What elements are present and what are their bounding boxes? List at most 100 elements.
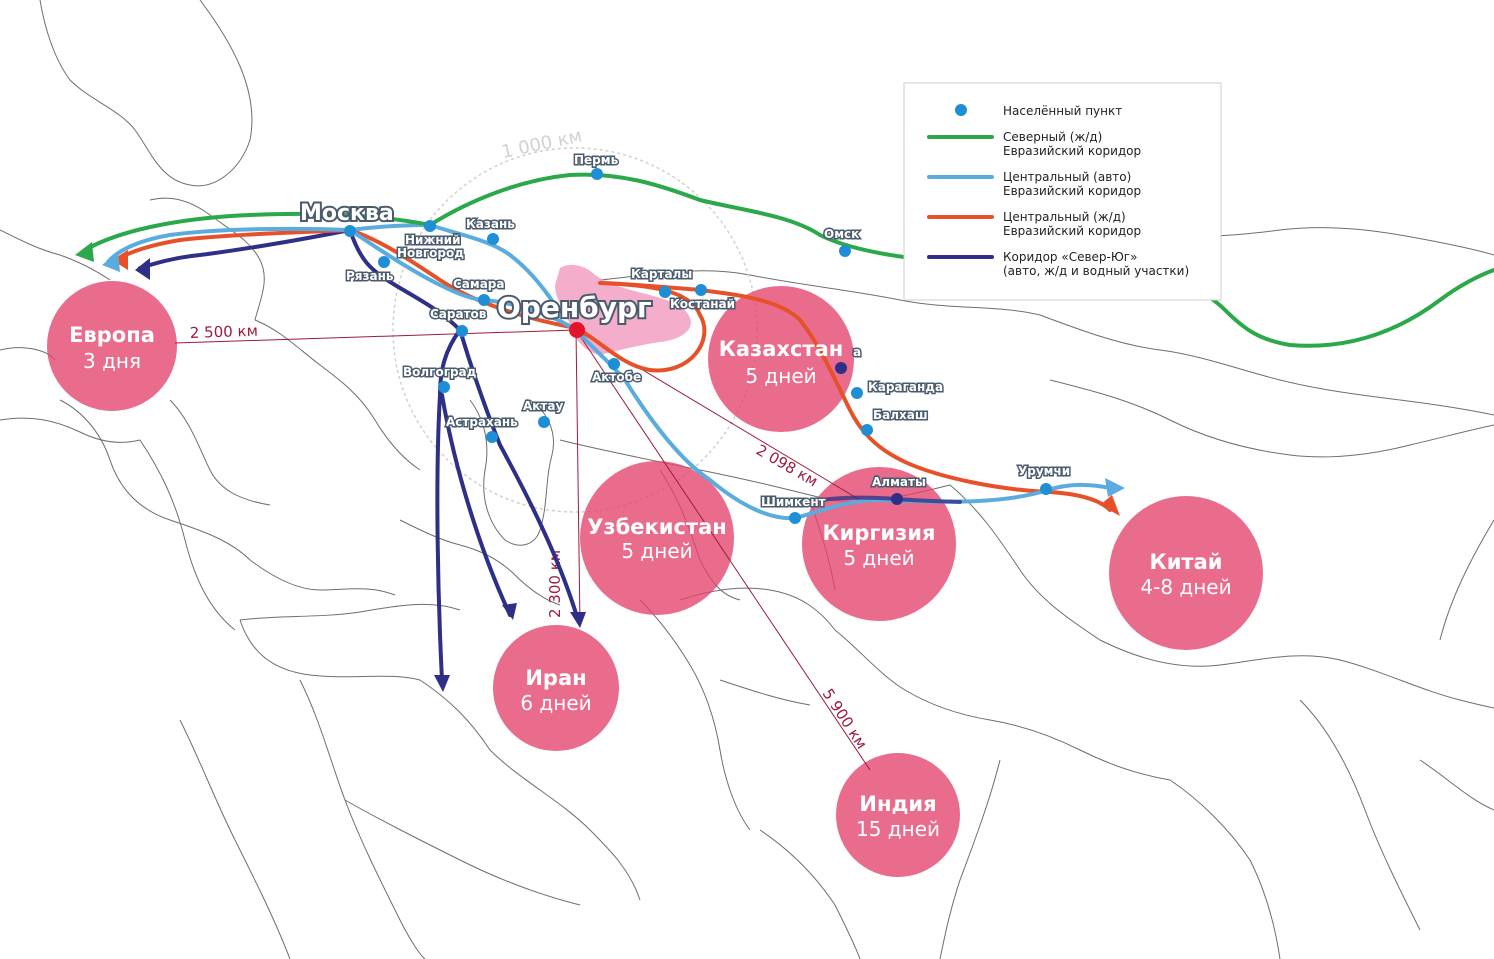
city-dot-kazan [487, 233, 499, 245]
legend-settlement-label: Населённый пункт [1003, 104, 1122, 118]
city-label-balkhash: Балхаш [873, 408, 928, 422]
dest-days-kyrgyzstan: 5 дней [843, 546, 914, 570]
city-label-almaty: Алматы [872, 475, 926, 489]
city-dot-aktobe [608, 358, 620, 370]
city-dot-aktau [538, 416, 550, 428]
city-label-samara: Самара [453, 277, 505, 291]
border-iran-east [639, 599, 751, 831]
border-mongolia [1049, 379, 1494, 458]
dest-uzbekistan [580, 461, 734, 615]
legend-north-south-label-2: (авто, ж/д и водный участки) [1003, 264, 1189, 278]
route-north-south-arrow-3 [570, 612, 586, 628]
city-dot-balkhash [861, 424, 873, 436]
city-dot-almaty [891, 493, 903, 505]
border-china-north [1039, 314, 1494, 416]
route-central-rail-arrow-china [1100, 495, 1120, 516]
hub-label-orenburg: Оренбург [497, 291, 652, 324]
distance-label-india: 5 900 км [819, 685, 871, 752]
city-dot-perm [591, 168, 603, 180]
legend-settlement-icon [955, 104, 967, 116]
route-north-rail [83, 211, 432, 252]
dest-name-kazakhstan: Казахстан [719, 337, 844, 361]
city-label-kartaly: Карталы [631, 267, 692, 281]
city-dot-astrakhan [486, 431, 498, 443]
distance-line-india [575, 329, 871, 771]
border-kazakhstan-north [599, 270, 1041, 316]
route-north-rail-arrow-europe [75, 242, 94, 262]
city-label-perm: Пермь [574, 153, 619, 167]
route-north-south-arrow-1 [434, 675, 450, 692]
city-dot-moscow [344, 225, 356, 237]
legend: Населённый пункт Северный (ж/д) Евразийс… [903, 82, 1222, 301]
city-dots [344, 168, 1052, 524]
city-dot-shymkent [789, 512, 801, 524]
route-central-rail-arrow-europe [112, 250, 128, 270]
dest-days-europe: 3 дня [83, 349, 141, 373]
radius-label: 1 000 км [500, 125, 584, 163]
route-north-south-arrow-2 [502, 603, 517, 620]
city-label-omsk: Омск [824, 227, 859, 241]
city-dot-karaganda [851, 387, 863, 399]
route-north-south-europe [138, 228, 352, 270]
destination-circles [47, 281, 1263, 877]
city-label-kostanay: Костанай [670, 297, 735, 311]
border-tibet [1099, 639, 1494, 709]
border-scandinavia [39, 0, 253, 187]
city-dot-ryazan [378, 256, 390, 268]
city-dot-kartaly [659, 286, 671, 298]
route-north-south-arrow-europe [135, 258, 150, 280]
city-dot-astana [835, 362, 847, 374]
routes [75, 172, 1494, 692]
city-label-volgograd: Волгоград [403, 365, 477, 379]
border-russia-west [254, 319, 421, 471]
border-balkans [139, 439, 396, 631]
city-dot-volgograd [438, 381, 450, 393]
route-central-auto-arrow-europe [102, 252, 120, 272]
dest-name-india: Индия [859, 792, 936, 816]
dest-name-uzbekistan: Узбекистан [587, 515, 727, 539]
border-caucasus [399, 519, 561, 606]
legend-north-rail-label-2: Евразийский коридор [1003, 144, 1141, 158]
border-europe-central [59, 399, 271, 561]
route-north-south-branch-2 [458, 328, 580, 622]
hub-dot-orenburg [569, 322, 585, 338]
city-label-astana: а [853, 345, 861, 359]
city-label-karaganda: Караганда [868, 380, 943, 394]
border-southeast-asia [1169, 699, 1421, 959]
distance-line-iran [575, 329, 581, 626]
city-label-saratov: Саратов [430, 307, 487, 321]
orenburg-region [555, 264, 691, 355]
city-label-astrakhan: Астрахань [446, 415, 518, 429]
border-india-coast [759, 759, 1001, 959]
city-label-aktau: Актау [523, 399, 563, 413]
distance-line-europe [174, 329, 577, 344]
city-label-nizhny-2: Новгород [397, 246, 464, 260]
distance-label-europe: 2 500 км [190, 322, 259, 342]
city-label-aktobe: Актобе [592, 370, 641, 384]
dest-china [1109, 496, 1263, 650]
border-india-north [834, 629, 1171, 781]
dest-iran [493, 625, 619, 751]
city-dot-urumqi [1040, 483, 1052, 495]
distance-label-kyrgyzstan: 2 098 км [753, 441, 821, 491]
dest-europe [47, 281, 177, 411]
city-dot-kostanay [695, 284, 707, 296]
legend-north-south-label-1: Коридор «Север-Юг» [1003, 250, 1137, 264]
city-label-ryazan: Рязань [346, 269, 394, 283]
dest-days-kazakhstan: 5 дней [745, 364, 816, 388]
city-dot-saratov [456, 325, 468, 337]
legend-box [903, 82, 1222, 301]
route-north-south-main [348, 228, 462, 682]
dest-name-europe: Европа [69, 323, 155, 347]
border-china-west [949, 484, 1101, 641]
legend-north-rail-label-1: Северный (ж/д) [1003, 130, 1102, 144]
dest-name-iran: Иран [525, 666, 586, 690]
destination-labels: Европа 3 дня Казахстан 5 дней Узбекистан… [69, 323, 1232, 841]
dest-name-china: Китай [1150, 550, 1223, 574]
dest-name-kyrgyzstan: Киргизия [823, 521, 936, 545]
legend-central-rail-label-2: Евразийский коридор [1003, 224, 1141, 238]
city-label-shymkent: Шимкент [761, 495, 826, 509]
route-central-auto-arrow-china [1105, 478, 1125, 497]
